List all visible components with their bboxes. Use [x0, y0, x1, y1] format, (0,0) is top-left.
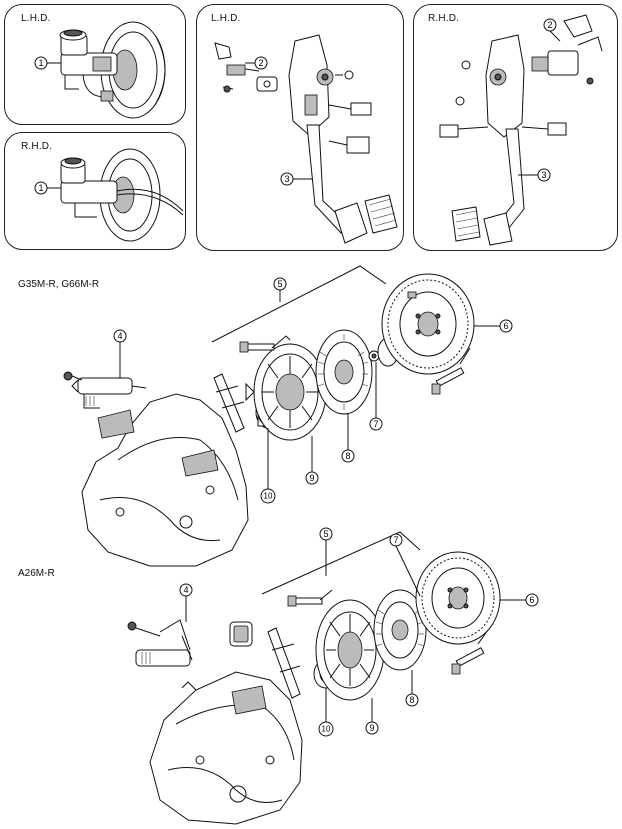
callout-6-text: 6: [503, 321, 508, 331]
callout-9-text: 9: [309, 473, 314, 483]
callout-3: [280, 172, 294, 186]
callout-8: [341, 449, 355, 463]
panel-rhd-clutch-pedal: R.H.D. 2 3: [413, 4, 618, 251]
master-cylinder-illustration: 1: [34, 148, 184, 242]
panel-label: R.H.D.: [21, 141, 53, 152]
callout-10-text: 10: [264, 492, 273, 501]
callout-1: [34, 56, 48, 70]
clutch-pedal-illustration: 2 3: [439, 14, 603, 246]
callout-10: [260, 488, 276, 504]
clutch-pedal-illustration: 2 3: [214, 34, 398, 244]
callout-8-text: 8: [345, 451, 350, 461]
panel-lhd-clutch-pedal: L.H.D. 2: [196, 4, 404, 251]
callout-10: [318, 721, 334, 737]
callout-7: [369, 417, 383, 431]
section-label-upper: G35M-R, G66M-R: [18, 279, 100, 290]
callout-3-text: 3: [284, 174, 289, 184]
callout-8: [405, 693, 419, 707]
callout-2: [543, 18, 557, 32]
callout-3-text: 3: [541, 170, 546, 180]
callout-10-text: 10: [322, 725, 331, 734]
callout-9: [365, 721, 379, 735]
callout-2: [254, 56, 268, 70]
callout-6-text: 6: [529, 595, 534, 605]
callout-5: [273, 277, 287, 291]
callout-8-text: 8: [409, 695, 414, 705]
panel-lhd-master-cylinder: L.H.D. 1: [4, 4, 186, 125]
callout-1-text: 1: [38, 183, 43, 193]
callout-7-text: 7: [393, 535, 398, 545]
callout-9-text: 9: [369, 723, 374, 733]
callout-5-text: 5: [323, 529, 328, 539]
panel-rhd-master-cylinder: R.H.D. 1: [4, 132, 186, 250]
panel-label: R.H.D.: [428, 13, 460, 24]
master-cylinder-illustration: 1: [34, 21, 166, 119]
callout-7-text: 7: [373, 419, 378, 429]
callout-1-text: 1: [38, 58, 43, 68]
callout-5: [319, 527, 333, 541]
callout-4-text: 4: [117, 331, 122, 341]
callout-4-text: 4: [183, 585, 188, 595]
callout-9: [305, 471, 319, 485]
callout-6: [499, 319, 513, 333]
callout-2-text: 2: [258, 58, 263, 68]
section-label-lower: A26M-R: [18, 568, 55, 579]
callout-3: [537, 168, 551, 182]
callout-1: [34, 181, 48, 195]
callout-7: [389, 533, 403, 547]
callout-6: [525, 593, 539, 607]
callout-2-text: 2: [547, 20, 552, 30]
callout-4: [113, 329, 127, 343]
callout-4: [179, 583, 193, 597]
panel-label: L.H.D.: [211, 13, 241, 24]
panel-label: L.H.D.: [21, 13, 51, 24]
callout-5-text: 5: [277, 279, 282, 289]
